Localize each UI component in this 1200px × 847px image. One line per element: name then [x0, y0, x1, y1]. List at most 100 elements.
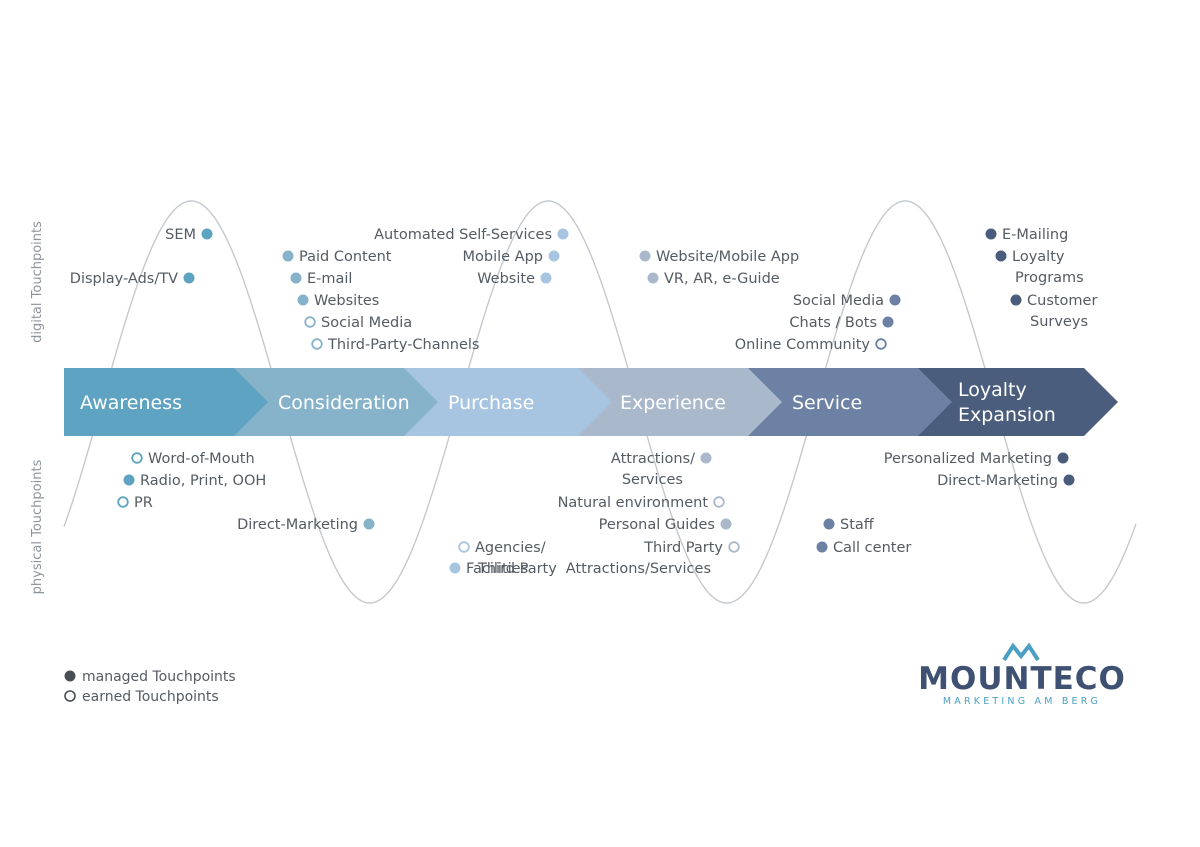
- earned-touchpoint-marker: [875, 338, 887, 350]
- touchpoint-physical: Facilities: [449, 561, 528, 577]
- touchpoint-label: Website/Mobile App: [656, 249, 799, 265]
- touchpoint-label: Online Community: [735, 337, 871, 353]
- managed-touchpoint-marker: [882, 316, 894, 328]
- touchpoint-label: E-mail: [307, 271, 352, 287]
- touchpoint-digital: VR, AR, e-Guide: [647, 271, 780, 287]
- touchpoint-digital: Website/Mobile App: [639, 249, 799, 265]
- touchpoint-digital: E-Mailing: [985, 227, 1068, 243]
- touchpoint-label: Social Media: [793, 293, 884, 309]
- touchpoint-label: Agencies/Third Party: [475, 540, 557, 577]
- mountain-logo-icon: [1002, 642, 1040, 662]
- stage-purchase-label: Purchase: [448, 392, 534, 414]
- managed-touchpoint-marker: [201, 228, 213, 240]
- mounteco-logo: MOUNTECO MARKETING AM BERG: [918, 642, 1126, 707]
- touchpoint-digital: Social Media: [793, 293, 901, 309]
- managed-touchpoint-marker: [449, 562, 461, 574]
- managed-touchpoint-marker: [639, 250, 651, 262]
- managed-touchpoint-marker: [282, 250, 294, 262]
- physical-touchpoints-axis-label: physical Touchpoints: [30, 459, 45, 594]
- touchpoint-physical: Personalized Marketing: [884, 451, 1069, 467]
- touchpoint-physical: Agencies/Third Party: [458, 540, 557, 577]
- touchpoint-label: SEM: [165, 227, 196, 243]
- touchpoint-label: Word-of-Mouth: [148, 451, 255, 467]
- touchpoint-digital: Paid Content: [282, 249, 392, 265]
- touchpoint-label: Social Media: [321, 315, 412, 331]
- touchpoint-digital: Mobile App: [462, 249, 560, 265]
- managed-touchpoint-marker: [363, 518, 375, 530]
- managed-touchpoint-marker: [889, 294, 901, 306]
- managed-legend-marker: [64, 670, 76, 682]
- managed-touchpoint-marker: [540, 272, 552, 284]
- touchpoint-label: Third-Party-Channels: [327, 337, 480, 353]
- touchpoint-physical: PR: [117, 495, 153, 511]
- touchpoint-digital: Automated Self-Services: [374, 227, 569, 243]
- touchpoint-digital: Websites: [297, 293, 379, 309]
- earned-touchpoint-marker: [713, 496, 725, 508]
- earned-touchpoint-marker: [311, 338, 323, 350]
- touchpoint-label: Personalized Marketing: [884, 451, 1052, 467]
- touchpoint-label: Paid Content: [299, 249, 392, 265]
- touchpoint-physical: Natural environment: [558, 495, 725, 511]
- earned-legend-marker: [64, 690, 76, 702]
- managed-touchpoint-marker: [985, 228, 997, 240]
- touchpoint-label: Mobile App: [462, 249, 543, 265]
- touchpoint-digital: Chats / Bots: [789, 315, 894, 331]
- managed-touchpoint-marker: [548, 250, 560, 262]
- journey-wave-curve: [63, 200, 1137, 604]
- stage-loyalty-expansion-arrow: [918, 368, 1118, 436]
- logo-tagline: MARKETING AM BERG: [943, 696, 1101, 707]
- touchpoint-digital: Website: [477, 271, 552, 287]
- stage-purchase-arrow: [404, 368, 614, 436]
- digital-touchpoints-axis-label: digital Touchpoints: [30, 221, 45, 343]
- touchpoint-label: E-Mailing: [1002, 227, 1068, 243]
- earned-touchpoint-marker: [117, 496, 129, 508]
- touchpoint-label: Website: [477, 271, 535, 287]
- earned-touchpoint-marker: [728, 541, 740, 553]
- touchpoint-physical: Attractions/Services: [611, 451, 712, 488]
- touchpoint-label: Staff: [840, 517, 875, 533]
- legend: managed Touchpoints earned Touchpoints: [64, 669, 236, 705]
- touchpoint-label: Natural environment: [558, 495, 709, 511]
- touchpoint-physical: Radio, Print, OOH: [123, 473, 266, 489]
- managed-touchpoint-marker: [557, 228, 569, 240]
- managed-touchpoint-marker: [816, 541, 828, 553]
- managed-touchpoint-marker: [1063, 474, 1075, 486]
- touchpoint-physical: Word-of-Mouth: [131, 451, 255, 467]
- touchpoint-label: Attractions/Services: [611, 451, 695, 488]
- managed-touchpoint-marker: [1057, 452, 1069, 464]
- logo-wordmark: MOUNTECO: [918, 661, 1126, 697]
- touchpoint-digital: Third-Party-Channels: [311, 337, 480, 353]
- earned-legend-label: earned Touchpoints: [82, 689, 219, 705]
- touchpoint-digital: Social Media: [304, 315, 412, 331]
- stage-service-label: Service: [792, 392, 862, 414]
- touchpoint-label: Direct-Marketing: [237, 517, 358, 533]
- touchpoint-label: Facilities: [466, 561, 528, 577]
- stage-consideration-label: Consideration: [278, 392, 410, 414]
- touchpoint-label: Websites: [314, 293, 379, 309]
- touchpoint-physical: Direct-Marketing: [937, 473, 1075, 489]
- managed-touchpoint-marker: [183, 272, 195, 284]
- touchpoint-physical: Call center: [816, 540, 911, 556]
- earned-touchpoint-marker: [458, 541, 470, 553]
- touchpoint-label: Direct-Marketing: [937, 473, 1058, 489]
- touchpoint-digital: Display-Ads/TV: [70, 271, 195, 287]
- touchpoint-label: Personal Guides: [599, 517, 715, 533]
- managed-touchpoint-marker: [995, 250, 1007, 262]
- managed-touchpoint-marker: [720, 518, 732, 530]
- stage-awareness-arrow: [64, 368, 270, 436]
- touchpoint-label: Automated Self-Services: [374, 227, 552, 243]
- touchpoint-label: Display-Ads/TV: [70, 271, 178, 287]
- managed-touchpoint-marker: [123, 474, 135, 486]
- touchpoint-digital: Online Community: [735, 337, 887, 353]
- touchpoint-label: PR: [134, 495, 153, 511]
- managed-touchpoint-marker: [290, 272, 302, 284]
